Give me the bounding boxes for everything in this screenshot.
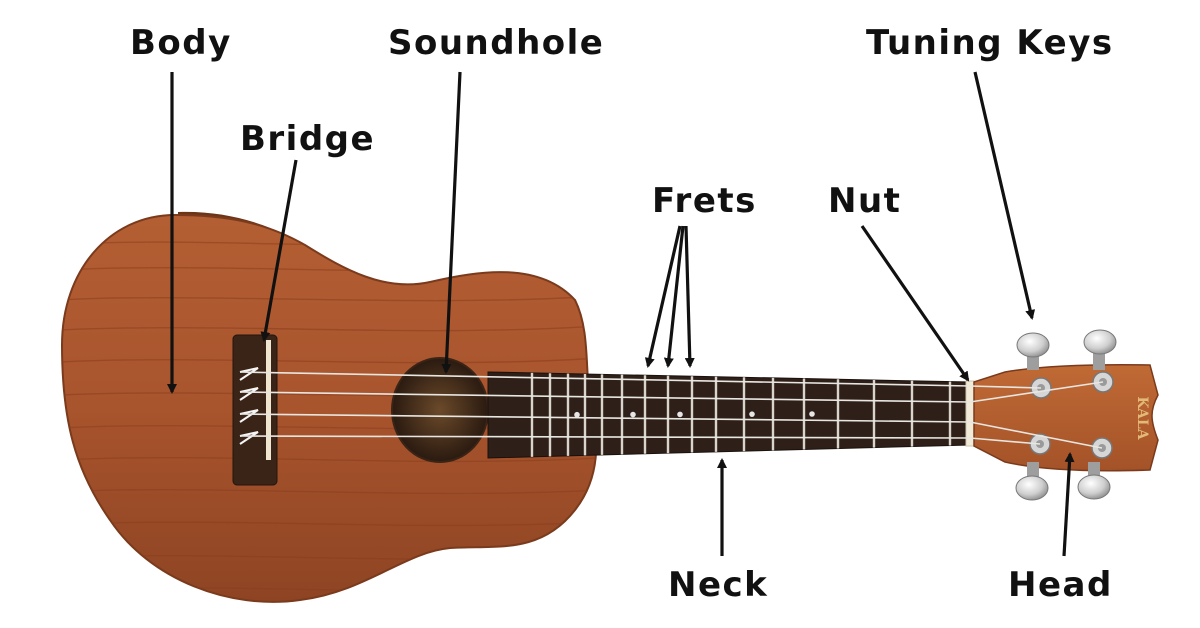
arrow-fret-2 xyxy=(663,225,685,368)
label-bridge: Bridge xyxy=(240,119,376,159)
callout-arrows xyxy=(167,71,1075,557)
string-knots xyxy=(239,367,259,445)
fret-position-marker xyxy=(749,411,755,417)
arrow-soundhole xyxy=(441,71,462,374)
fret-position-marker xyxy=(809,411,815,417)
label-neck: Neck xyxy=(668,565,769,605)
label-tuning-keys: Tuning Keys xyxy=(866,23,1114,63)
tuning-keys xyxy=(1015,329,1117,501)
arrow-head xyxy=(1062,452,1075,557)
label-nut: Nut xyxy=(828,181,902,221)
saddle xyxy=(266,340,271,460)
soundhole xyxy=(391,357,489,463)
arrow-tuning-keys xyxy=(973,71,1036,320)
headstock-logo: KALA xyxy=(1134,396,1150,440)
arrow-bridge xyxy=(260,159,298,342)
arrow-fret-1 xyxy=(644,225,682,368)
fret-markers xyxy=(574,411,815,418)
label-head: Head xyxy=(1008,565,1113,605)
arrow-nut xyxy=(860,225,970,382)
label-body: Body xyxy=(130,23,232,63)
fret-position-marker xyxy=(677,411,683,418)
strings xyxy=(239,371,1104,449)
headstock xyxy=(973,364,1159,472)
nut xyxy=(965,380,975,447)
fret-position-marker xyxy=(574,411,580,418)
ukulele-body xyxy=(60,213,598,603)
label-frets: Frets xyxy=(652,181,757,221)
label-soundhole: Soundhole xyxy=(388,23,605,63)
fret-position-marker xyxy=(630,411,636,418)
arrow-fret-3 xyxy=(684,225,695,368)
